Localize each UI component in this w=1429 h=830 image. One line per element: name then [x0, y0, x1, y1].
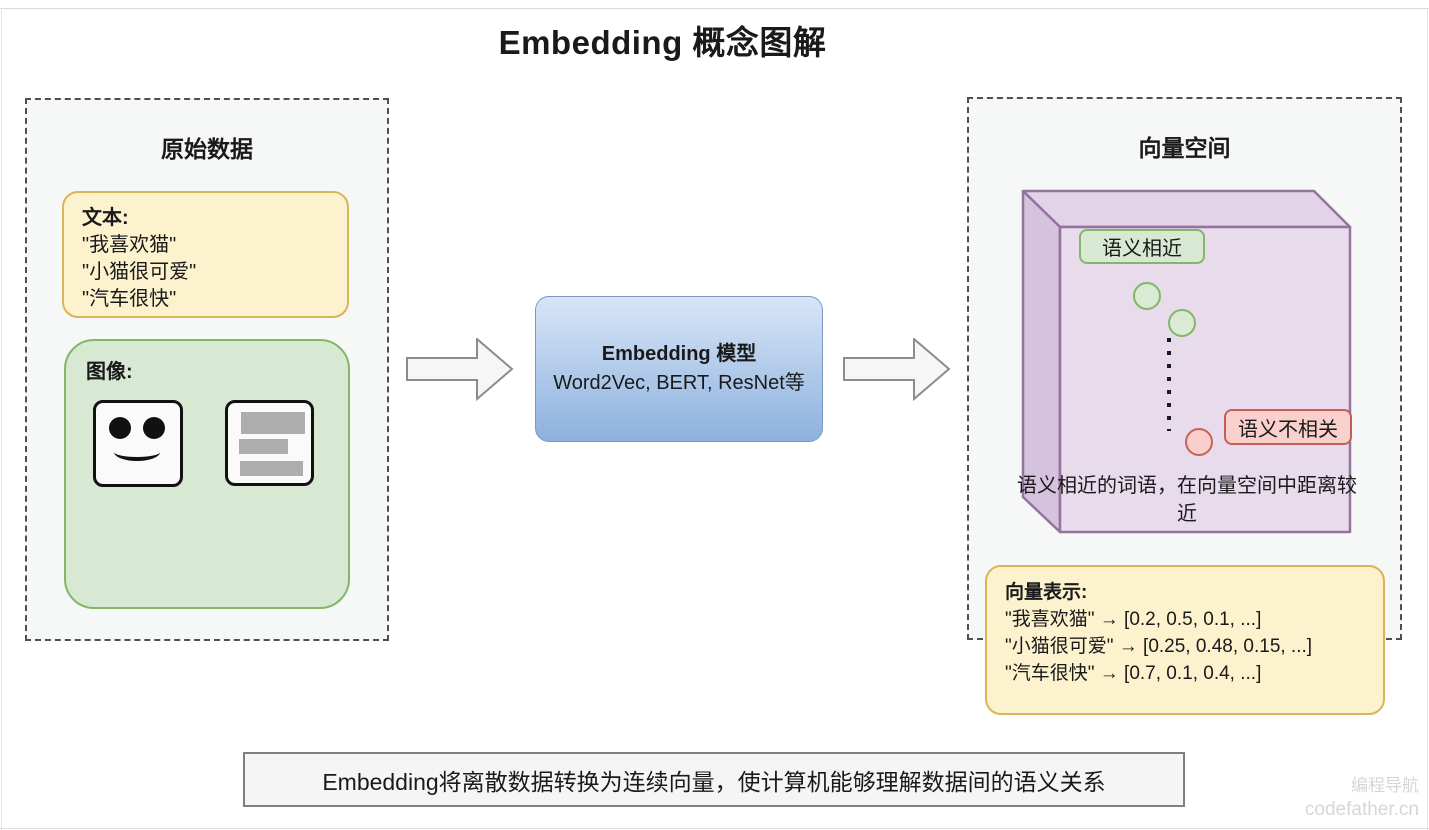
similar-dot-green: [1168, 309, 1196, 337]
image-samples-card: 图像:: [64, 339, 350, 609]
vector-card-label: 向量表示:: [1005, 582, 1088, 603]
dissimilar-label-text: 语义不相关: [1238, 418, 1338, 441]
arrow-right-block-icon: [843, 338, 951, 401]
raw-data-panel: 原始数据 文本: "我喜欢猫" "小猫很可爱" "汽车很快" 图像:: [25, 98, 389, 641]
text-sample: "汽车很快": [82, 288, 177, 310]
right-edge-line: [1427, 8, 1428, 830]
smiley-mouth: [114, 443, 160, 461]
document-bar: [239, 439, 288, 454]
summary-box: Embedding将离散数据转换为连续向量，使计算机能够理解数据间的语义关系: [243, 752, 1185, 807]
text-sample: "小猫很可爱": [82, 261, 197, 283]
embedding-model-subtitle: Word2Vec, BERT, ResNet等: [553, 372, 805, 394]
summary-text: Embedding将离散数据转换为连续向量，使计算机能够理解数据间的语义关系: [322, 768, 1106, 795]
vector-space-caption: 语义相近的词语，在向量空间中距离较近: [1017, 475, 1357, 525]
left-edge-line: [1, 8, 2, 830]
dotted-distance-line: [1167, 338, 1171, 431]
vector-mapping: "我喜欢猫" → [0.2, 0.5, 0.1, ...]: [1005, 609, 1262, 630]
similar-label-chip: 语义相近: [1079, 229, 1205, 264]
top-edge-line: [0, 8, 1429, 9]
smiley-left-eye: [109, 417, 131, 439]
bottom-edge-line: [0, 828, 1429, 829]
similar-dot-green: [1133, 282, 1161, 310]
page-title: Embedding 概念图解: [498, 24, 827, 61]
similar-label-text: 语义相近: [1102, 238, 1182, 260]
watermark: 编程导航 codefather.cn: [1305, 774, 1419, 822]
text-card-label: 文本:: [82, 207, 129, 229]
embedding-model-box: Embedding 模型 Word2Vec, BERT, ResNet等: [535, 296, 823, 442]
arrow-right-block-icon: [406, 338, 514, 401]
document-bar: [240, 461, 303, 476]
image-card-label: 图像:: [86, 361, 133, 383]
smiley-right-eye: [143, 417, 165, 439]
raw-data-panel-title: 原始数据: [161, 136, 253, 162]
vector-mapping: "汽车很快" → [0.7, 0.1, 0.4, ...]: [1005, 663, 1262, 684]
document-lines-icon: [225, 400, 314, 486]
vector-space-panel-title: 向量空间: [1138, 135, 1231, 161]
vector-representation-card: 向量表示: "我喜欢猫" → [0.2, 0.5, 0.1, ...] "小猫很…: [985, 565, 1385, 715]
embedding-model-title: Embedding 模型: [601, 343, 757, 365]
vector-space-panel: 向量空间 语义相近 语义不相关 语义相近的词语，在向量空间中距离较近: [967, 97, 1402, 640]
smiley-face-icon: [93, 400, 183, 487]
vector-mapping: "小猫很可爱" → [0.25, 0.48, 0.15, ...]: [1005, 636, 1313, 657]
watermark-url: codefather.cn: [1304, 799, 1419, 820]
text-sample: "我喜欢猫": [82, 234, 177, 256]
cube-3d-icon: [1021, 189, 1352, 534]
text-samples-card: 文本: "我喜欢猫" "小猫很可爱" "汽车很快": [62, 191, 349, 318]
dissimilar-label-chip: 语义不相关: [1224, 409, 1352, 445]
dissimilar-dot-pink: [1185, 428, 1213, 456]
document-bar: [241, 412, 305, 434]
watermark-brand: 编程导航: [1351, 776, 1419, 795]
